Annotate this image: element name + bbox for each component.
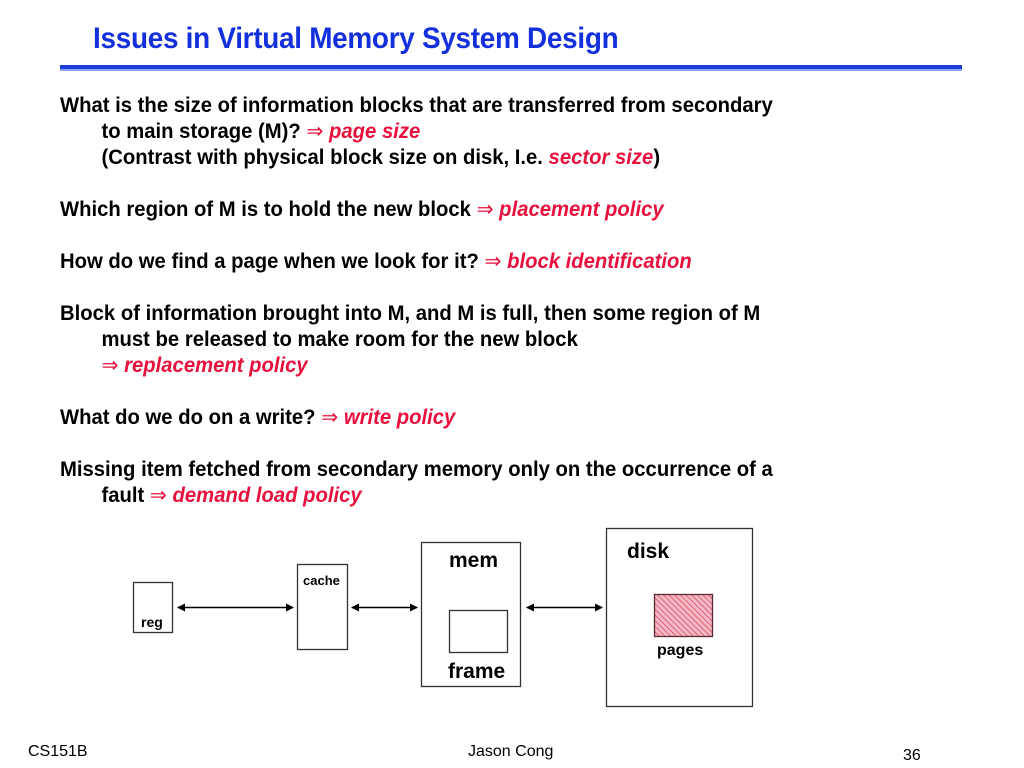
bullet-line: How do we find a page when we look for i… xyxy=(60,249,948,275)
footer-page-number: 36 xyxy=(903,747,921,764)
keyword-demand-load-policy: demand load policy xyxy=(166,484,362,507)
bullet-text: Block of information brought into M, and… xyxy=(60,302,761,325)
cache-label: cache xyxy=(303,573,340,588)
bullet-line: What is the size of information blocks t… xyxy=(60,93,948,119)
title-underline-shadow xyxy=(60,69,962,71)
bullet-line: Block of information brought into M, and… xyxy=(60,301,948,327)
keyword-replacement-policy: replacement policy xyxy=(118,354,308,377)
bullet-text: (Contrast with physical block size on di… xyxy=(101,146,549,169)
bullet-line: fault ⇒ demand load policy xyxy=(60,483,948,509)
pages-label: pages xyxy=(657,642,703,659)
footer-course: CS151B xyxy=(28,743,88,760)
implies-arrow-icon: ⇒ xyxy=(321,406,339,429)
bullet-line: What do we do on a write? ⇒ write policy xyxy=(60,405,948,431)
pages-block xyxy=(653,593,714,638)
bullet-text: What do we do on a write? xyxy=(60,406,322,429)
bullet-write: What do we do on a write? ⇒ write policy xyxy=(60,405,980,431)
implies-arrow-icon: ⇒ xyxy=(101,354,119,377)
bullet-line: (Contrast with physical block size on di… xyxy=(60,145,948,171)
reg-label: reg xyxy=(141,614,163,630)
title-underline xyxy=(60,65,962,69)
bullet-text: How do we find a page when we look for i… xyxy=(60,250,485,273)
bullet-text: Which region of M is to hold the new blo… xyxy=(60,198,477,221)
slide-title: Issues in Virtual Memory System Design xyxy=(93,22,619,55)
bullet-replacement: Block of information brought into M, and… xyxy=(60,301,980,379)
bullet-line: must be released to make room for the ne… xyxy=(60,327,948,353)
frame-box xyxy=(448,609,509,654)
bullet-text: fault xyxy=(101,484,150,507)
bullet-line: to main storage (M)? ⇒ page size xyxy=(60,119,948,145)
implies-arrow-icon: ⇒ xyxy=(149,484,167,507)
implies-arrow-icon: ⇒ xyxy=(306,120,324,143)
disk-label: disk xyxy=(627,540,669,563)
bullet-list: What is the size of information blocks t… xyxy=(60,93,980,535)
implies-arrow-icon: ⇒ xyxy=(484,250,502,273)
bullet-text: must be released to make room for the ne… xyxy=(101,328,578,351)
bullet-text: What is the size of information blocks t… xyxy=(60,94,773,117)
implies-arrow-icon: ⇒ xyxy=(476,198,494,221)
bullet-text: to main storage (M)? xyxy=(101,120,307,143)
bullet-line: Which region of M is to hold the new blo… xyxy=(60,197,948,223)
keyword-write-policy: write policy xyxy=(338,406,456,429)
keyword-block-identification: block identification xyxy=(501,250,692,273)
bullet-line: Missing item fetched from secondary memo… xyxy=(60,457,948,483)
bullet-placement: Which region of M is to hold the new blo… xyxy=(60,197,980,223)
bullet-text: ) xyxy=(653,146,661,169)
bullet-text: Missing item fetched from secondary memo… xyxy=(60,458,773,481)
mem-label: mem xyxy=(449,549,498,572)
footer-author: Jason Cong xyxy=(468,743,554,760)
bullet-page-size: What is the size of information blocks t… xyxy=(60,93,980,171)
bullet-identification: How do we find a page when we look for i… xyxy=(60,249,980,275)
reg-box xyxy=(132,581,174,634)
keyword-placement-policy: placement policy xyxy=(493,198,664,221)
keyword-page-size: page size xyxy=(323,120,421,143)
bullet-demand-load: Missing item fetched from secondary memo… xyxy=(60,457,980,509)
bullet-line: ⇒ replacement policy xyxy=(60,353,948,379)
cache-box xyxy=(296,563,349,651)
frame-label: frame xyxy=(448,660,505,683)
keyword-sector-size: sector size xyxy=(548,146,654,169)
